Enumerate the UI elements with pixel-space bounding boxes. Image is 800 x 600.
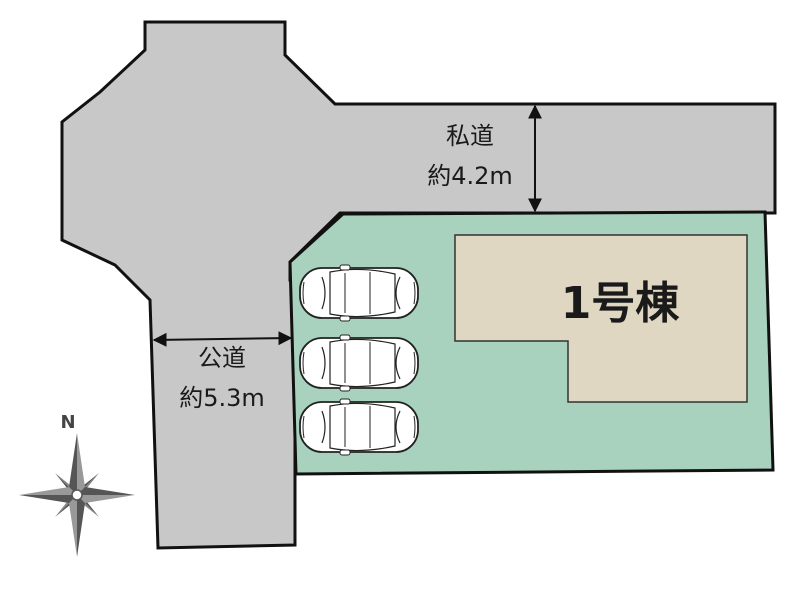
compass-north-label: N bbox=[60, 412, 75, 433]
building-footprint bbox=[454, 234, 748, 403]
car-icon bbox=[299, 398, 419, 456]
public-road-name: 公道 bbox=[198, 344, 246, 372]
public-road-width: 約5.3m bbox=[179, 384, 265, 412]
car-icon bbox=[299, 264, 419, 322]
private-road-width: 約4.2m bbox=[427, 162, 513, 190]
building-label: 1号棟 bbox=[561, 278, 681, 329]
private-road-name: 私道 bbox=[446, 122, 494, 150]
compass-rose-icon bbox=[19, 433, 135, 557]
public-road-width-arrow bbox=[152, 331, 293, 347]
car-icon bbox=[299, 334, 419, 392]
parking-spaces bbox=[299, 264, 419, 456]
